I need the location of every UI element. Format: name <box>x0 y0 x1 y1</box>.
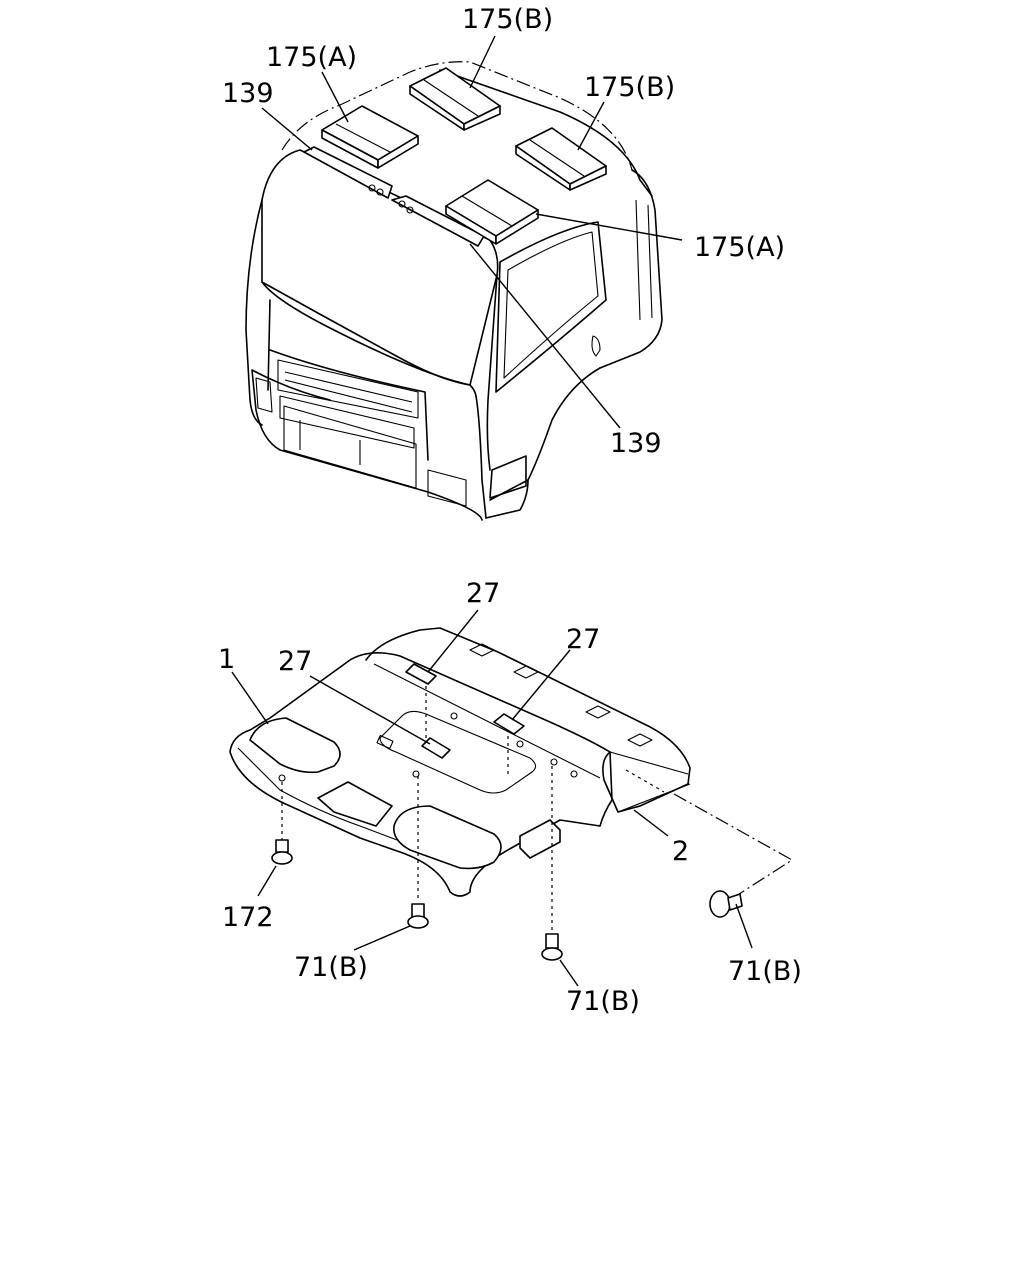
screw-172 <box>271 839 293 865</box>
screw-71b-left <box>407 903 429 929</box>
callout-175b-top: 175(B) <box>462 4 553 35</box>
callout-27-right: 27 <box>566 624 600 655</box>
callout-71b-mid: 71(B) <box>566 986 640 1017</box>
callout-27-top: 27 <box>466 578 500 609</box>
callout-27-left: 27 <box>278 646 312 677</box>
callout-139-right: 139 <box>610 428 662 459</box>
callout-labels: 175(B) 175(A) 139 175(B) 175(A) 139 27 2… <box>218 4 802 1017</box>
headliner-assembly <box>229 609 794 987</box>
callout-175a-left: 175(A) <box>266 42 357 73</box>
callout-139-left: 139 <box>222 78 274 109</box>
callout-71b-right: 71(B) <box>728 956 802 987</box>
callout-172: 172 <box>222 902 274 933</box>
clip-71b-right <box>709 890 743 918</box>
callout-71b-left: 71(B) <box>294 952 368 983</box>
pad-175b-top <box>409 67 501 131</box>
truck-cab <box>245 35 683 521</box>
callout-2: 2 <box>672 836 689 867</box>
pad-175a-right <box>445 179 539 245</box>
screw-71b-mid <box>541 933 563 961</box>
callout-175a-right: 175(A) <box>694 232 785 263</box>
pad-175b-right <box>515 127 607 191</box>
callout-175b-right: 175(B) <box>584 72 675 103</box>
callout-1: 1 <box>218 644 235 675</box>
